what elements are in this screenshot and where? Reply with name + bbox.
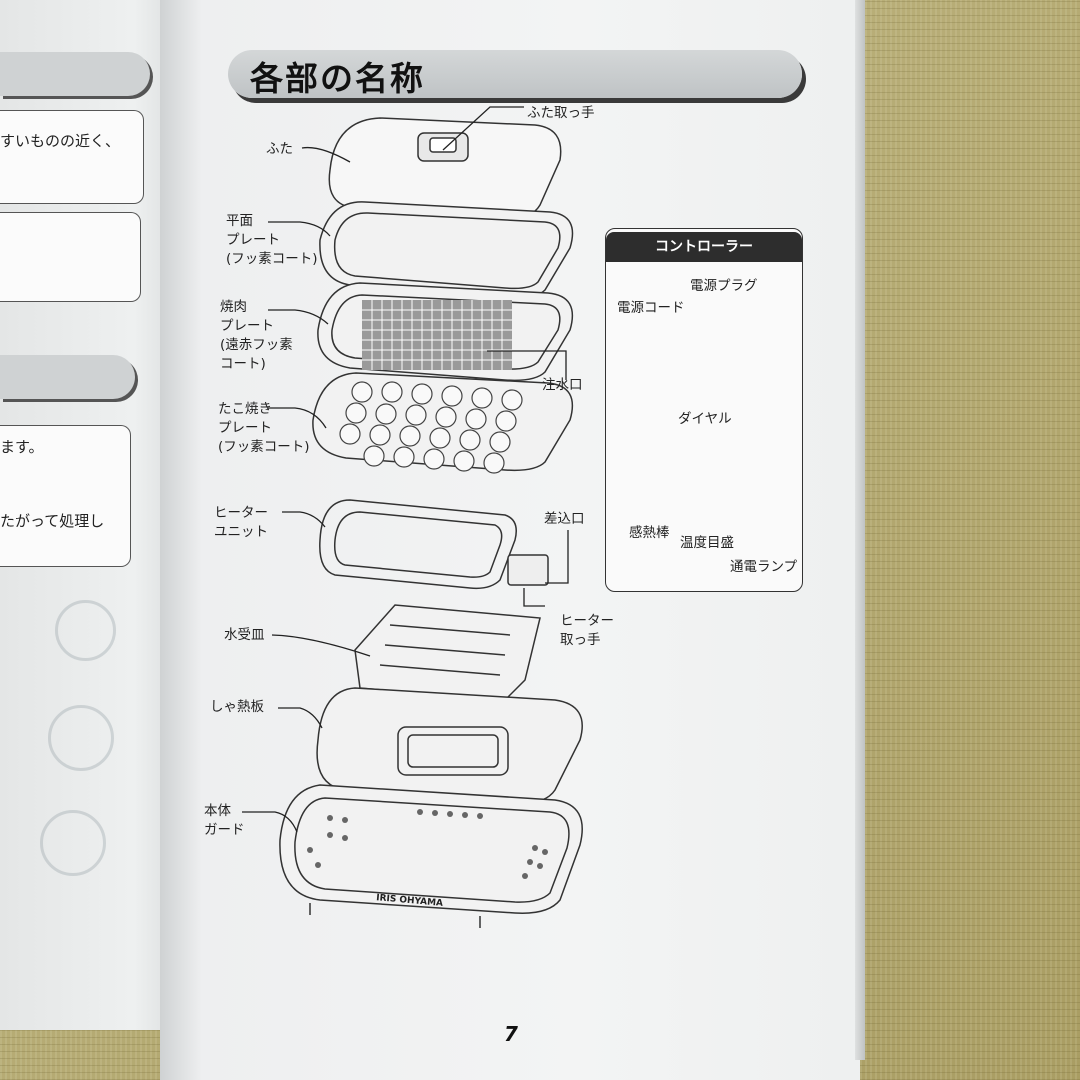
label-power-plug: 電源プラグ	[690, 278, 758, 294]
left-section-banner	[0, 355, 135, 399]
page-edge	[855, 0, 865, 1060]
grill-grid	[362, 300, 512, 370]
left-notice-box	[0, 110, 144, 204]
left-text-1: すいものの近く、	[0, 132, 121, 150]
label-temp-scale: 温度目盛	[680, 535, 734, 551]
left-section-banner	[0, 52, 150, 96]
label-lid-handle: ふた取っ手	[527, 105, 595, 121]
label-lid: ふた	[266, 141, 293, 157]
label-power-cord: 電源コード	[617, 300, 685, 316]
label-drip-tray: 水受皿	[224, 627, 265, 643]
page-number: 7	[504, 1022, 518, 1046]
label-spout: 注水口	[542, 377, 583, 393]
label-grill-plate: 焼肉 プレート (遠赤フッ素 コート)	[220, 299, 293, 372]
left-notice-box	[0, 425, 131, 567]
label-outlet: 差込口	[544, 511, 585, 527]
controller-title: コントローラー	[606, 232, 802, 262]
page-title: 各部の名称	[250, 59, 425, 98]
faint-warning-icon	[40, 810, 106, 876]
heading-bar	[228, 50, 802, 98]
takoyaki-wells	[339, 381, 523, 474]
label-heat-shield: しゃ熱板	[210, 699, 264, 715]
vent-holes	[307, 809, 548, 879]
label-body-guard: 本体 ガード	[204, 803, 245, 838]
label-dial: ダイヤル	[678, 411, 732, 427]
label-sensor-rod: 感熱棒	[629, 525, 670, 541]
faint-caution-icon	[55, 600, 116, 661]
left-notice-box	[0, 212, 141, 302]
left-text-3: たがって処理し	[0, 512, 105, 530]
left-text-2: ます。	[0, 438, 44, 456]
faint-prohibition-icon	[48, 705, 114, 771]
label-takoyaki-plate: たこ焼き プレート (フッ素コート)	[218, 401, 310, 455]
label-flat-plate: 平面 プレート (フッ素コート)	[226, 213, 318, 267]
label-heater-unit: ヒーター ユニット	[214, 505, 268, 540]
label-power-lamp: 通電ランプ	[730, 559, 798, 575]
controller-inset	[605, 228, 803, 592]
label-heater-handle: ヒーター 取っ手	[560, 613, 614, 648]
